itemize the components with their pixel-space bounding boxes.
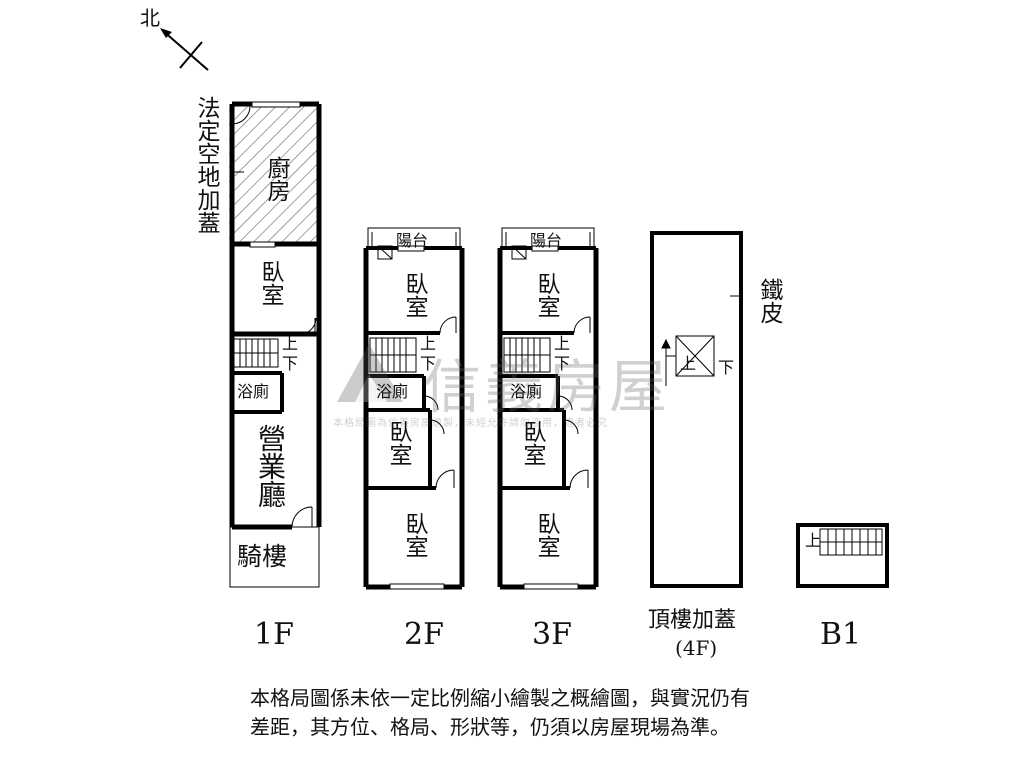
- floor-label-b1: B1: [820, 617, 862, 652]
- room-bedroom-mid-3f: 臥室: [519, 420, 545, 466]
- room-bath-1f: 浴廁: [237, 382, 270, 401]
- floor-2f-plan: [363, 227, 465, 590]
- room-bedroom-mid-2f: 臥室: [385, 420, 411, 466]
- brand-logo-icon: [337, 344, 403, 402]
- floor-label-1f: 1F: [254, 617, 294, 652]
- floor-4f-plan: [650, 231, 743, 588]
- watermark-brand: 信義房屋: [423, 353, 672, 421]
- legal-open-space-note: 法定空地加蓋: [193, 96, 219, 234]
- room-bedroom-front-2f: 臥室: [401, 272, 427, 318]
- room-arcade: 騎樓: [237, 542, 288, 571]
- stair-up-4f: 上: [680, 354, 697, 373]
- floor-label-2f: 2F: [404, 617, 444, 652]
- floor-1f-plan: [229, 101, 322, 588]
- room-balcony-2f: 陽台: [396, 231, 429, 250]
- floor-3f-plan: [497, 227, 599, 590]
- room-bedroom-back-2f: 臥室: [401, 512, 427, 558]
- room-bath-3f: 浴廁: [510, 382, 543, 401]
- disclaimer-note: 本格局圖係未依一定比例縮小繪製之概繪圖，與實況仍有差距，其方位、格局、形狀等，仍…: [250, 686, 750, 739]
- room-bedroom-1f: 臥室: [257, 260, 283, 306]
- iron-sheet-note: 鐵皮: [756, 278, 782, 324]
- room-balcony-3f: 陽台: [530, 231, 563, 250]
- room-bath-2f: 浴廁: [376, 382, 409, 401]
- stair-up-b1: 上: [805, 531, 822, 550]
- room-bedroom-front-3f: 臥室: [533, 272, 559, 318]
- stair-up-1f: 上: [282, 334, 299, 353]
- stair-down-4f: 下: [718, 358, 735, 377]
- stair-down-3f: 下: [554, 354, 571, 373]
- stair-down-2f: 下: [420, 354, 437, 373]
- stair-down-1f: 下: [282, 354, 299, 373]
- floor-label-4f: 頂樓加蓋: [648, 608, 737, 633]
- room-kitchen: 廚房: [263, 156, 289, 202]
- kitchen-hatch: [229, 106, 319, 244]
- floor-sublabel-4f: (4F): [675, 636, 718, 660]
- north-arrow-icon: [160, 28, 209, 71]
- stair-up-3f: 上: [554, 334, 571, 353]
- watermark-subtitle: 本格局圖為信義房屋繪製，未經允許請勿盜用，違者必究: [333, 418, 608, 429]
- room-business-hall: 營業廳: [254, 424, 287, 508]
- floor-label-3f: 3F: [532, 617, 572, 652]
- stair-up-2f: 上: [420, 334, 437, 353]
- floor-b1-plan: [796, 523, 889, 588]
- watermark: 信義房屋 本格局圖為信義房屋繪製，未經允許請勿盜用，違者必究: [333, 336, 703, 429]
- room-bedroom-back-3f: 臥室: [533, 512, 559, 558]
- north-label: 北: [140, 6, 160, 30]
